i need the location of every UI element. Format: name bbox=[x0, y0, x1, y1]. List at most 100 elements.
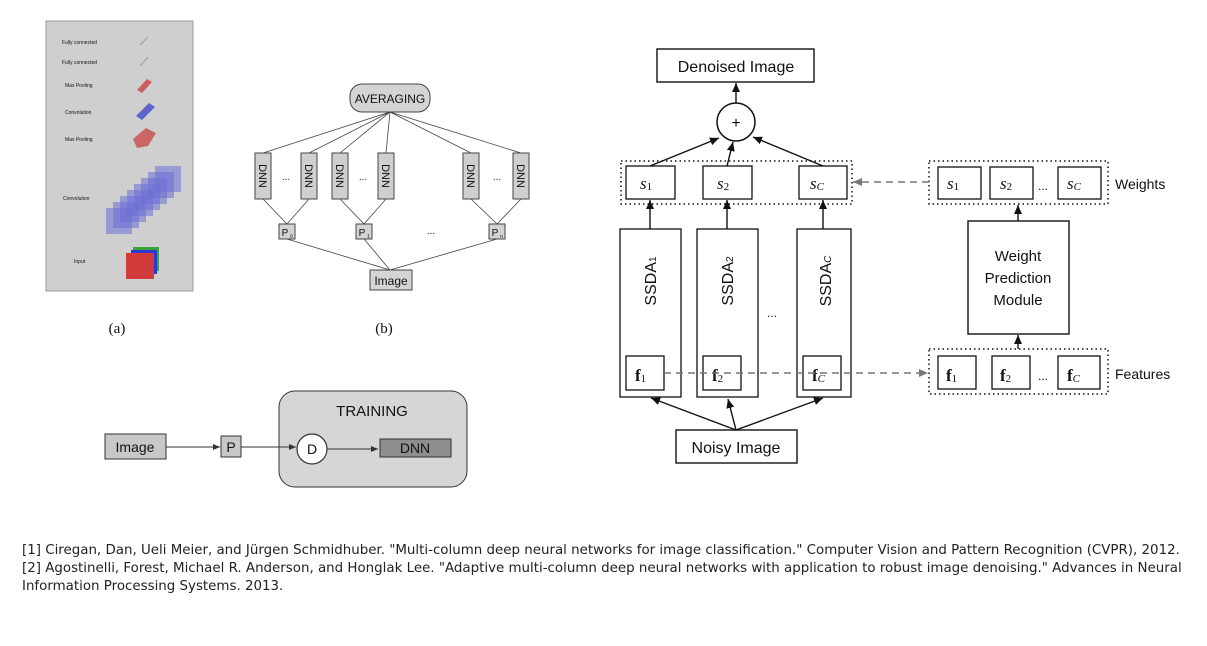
reference-2: [2] Agostinelli, Forest, Michael R. Ande… bbox=[22, 561, 1182, 595]
weight-s2-label: s2 bbox=[717, 174, 729, 193]
conv2-stack bbox=[106, 166, 181, 234]
input-image-node bbox=[369, 269, 413, 291]
training-box bbox=[278, 390, 468, 488]
svg-text:0: 0 bbox=[290, 234, 293, 240]
svg-text:DNN: DNN bbox=[256, 164, 268, 188]
image-to-preprocess-lines bbox=[286, 238, 498, 271]
dnn-column-6: DNN bbox=[512, 152, 530, 200]
layer-label-input: Input bbox=[74, 259, 86, 265]
layer-label-maxpool2: Max Pooling bbox=[65, 137, 93, 143]
svg-text:DNN: DNN bbox=[514, 164, 526, 188]
pred-feature-f1-label: f1 bbox=[946, 366, 957, 385]
preprocess-ellipsis: ... bbox=[427, 226, 435, 237]
maxpool1-shape bbox=[137, 79, 152, 93]
pred-feature-f1-node bbox=[937, 355, 977, 390]
averaging-label: AVERAGING bbox=[355, 92, 425, 106]
ssda-1-label: SSDA1 bbox=[643, 256, 660, 306]
input-image-label: Image bbox=[374, 274, 408, 288]
feature-f1-label: f1 bbox=[635, 366, 646, 385]
fc2-shape bbox=[139, 56, 149, 67]
sum-symbol: + bbox=[731, 115, 740, 132]
layer-label-conv2: Convolution bbox=[63, 196, 90, 202]
arrow-noisy-to-ssda2 bbox=[726, 398, 737, 431]
dnn-column-3: DNN bbox=[331, 152, 349, 200]
weight-sc-label: sC bbox=[810, 174, 825, 193]
denoised-image-label: Denoised Image bbox=[678, 59, 795, 76]
weight-sc-node bbox=[798, 165, 848, 200]
svg-text:DNN: DNN bbox=[302, 164, 314, 188]
pred-feature-fc-label: fC bbox=[1067, 366, 1081, 385]
wpm-line-1: Weight bbox=[995, 248, 1042, 265]
arrow-s2-to-sum bbox=[726, 141, 735, 167]
pred-weight-s2-label: s2 bbox=[1000, 174, 1012, 193]
pred-feature-f2-node bbox=[991, 355, 1031, 390]
svg-text:DNN: DNN bbox=[379, 164, 391, 188]
fc1-shape bbox=[139, 36, 149, 46]
pred-weight-sc-node bbox=[1057, 166, 1102, 200]
features-label: Features bbox=[1115, 366, 1170, 382]
panel-b-caption: (b) bbox=[375, 321, 393, 337]
preprocess-to-column-lines bbox=[262, 198, 522, 225]
dnn-column-2: DNN bbox=[300, 152, 318, 200]
dnn-column-4: DNN bbox=[377, 152, 395, 200]
training-diagram: TRAINING Image P D DNN bbox=[104, 390, 468, 488]
noisy-image-node bbox=[675, 429, 798, 464]
svg-text:P: P bbox=[492, 228, 499, 239]
arrow-sc-to-sum bbox=[752, 136, 824, 167]
pred-weight-s1-label: s1 bbox=[947, 174, 959, 193]
layer-label-fc2: Fully connected bbox=[62, 60, 97, 66]
weight-s1-label: s1 bbox=[640, 174, 652, 193]
training-image-label: Image bbox=[116, 439, 155, 455]
pred-weight-ellipsis: ... bbox=[1038, 179, 1048, 193]
panel-b: AVERAGING DNN DNN DNN DNN DNN bbox=[254, 83, 530, 337]
weights-row-container bbox=[620, 160, 853, 205]
references: [1] Ciregan, Dan, Ueli Meier, and Jürgen… bbox=[22, 542, 1192, 597]
wpm-line-3: Module bbox=[993, 292, 1042, 309]
maxpool2-shape bbox=[133, 128, 156, 148]
noisy-image-label: Noisy Image bbox=[692, 440, 781, 457]
pred-weight-sc-label: sC bbox=[1067, 174, 1082, 193]
training-d-label: D bbox=[307, 441, 317, 457]
columns-ellipsis-2: ... bbox=[359, 172, 367, 183]
ssda-c-label: SSDAC bbox=[818, 255, 835, 307]
conv1-shape bbox=[136, 103, 155, 120]
averaging-fan-lines bbox=[262, 111, 522, 154]
training-dnn-label: DNN bbox=[400, 440, 430, 456]
denoised-image-node bbox=[656, 48, 815, 83]
pred-feature-f2-label: f2 bbox=[1000, 366, 1011, 385]
preprocess-node-2: P 1 bbox=[355, 223, 373, 240]
feature-fc-label: fC bbox=[812, 366, 826, 385]
layer-label-fc1: Fully connected bbox=[62, 40, 97, 46]
svg-text:1: 1 bbox=[367, 234, 370, 240]
ssda-2-label: SSDA2 bbox=[720, 256, 737, 306]
dnn-column-1: DNN bbox=[254, 152, 272, 200]
preprocess-node-1: P 0 bbox=[278, 223, 296, 240]
arrow-s1-to-sum bbox=[649, 137, 720, 167]
layer-label-maxpool1: Max Pooling bbox=[65, 83, 93, 89]
dnn-column-5: DNN bbox=[462, 152, 480, 200]
svg-text:n: n bbox=[500, 234, 503, 240]
preprocess-node-3: P n bbox=[488, 223, 506, 240]
reference-1: [1] Ciregan, Dan, Ueli Meier, and Jürgen… bbox=[22, 543, 1180, 558]
panel-a: Fully connected Fully connected Max Pool… bbox=[45, 20, 194, 337]
feature-f1-node bbox=[625, 355, 665, 391]
arrow-noisy-to-ssdac bbox=[735, 397, 824, 431]
panel-a-background bbox=[45, 20, 194, 292]
arrow-noisy-to-ssda1 bbox=[650, 397, 737, 431]
pred-weight-s2-node bbox=[989, 166, 1034, 200]
training-p-label: P bbox=[226, 439, 235, 455]
wpm-line-2: Prediction bbox=[985, 270, 1052, 287]
input-rgb-shape bbox=[126, 247, 159, 279]
columns-ellipsis-1: ... bbox=[282, 172, 290, 183]
pred-weight-s1-node bbox=[937, 166, 982, 200]
ssda-ellipsis: ... bbox=[767, 306, 777, 320]
training-title: TRAINING bbox=[336, 403, 408, 420]
weight-prediction-module bbox=[967, 220, 1070, 335]
amc-diagram: Denoised Image + s1 s2 sC SSDA1 SSDA2 SS… bbox=[619, 48, 1170, 464]
pred-weights-row-container bbox=[928, 160, 1109, 205]
training-image-node bbox=[104, 433, 167, 460]
svg-text:P: P bbox=[359, 228, 366, 239]
training-dnn-node bbox=[379, 438, 452, 458]
columns-ellipsis-3: ... bbox=[493, 172, 501, 183]
pred-feature-fc-node bbox=[1057, 355, 1101, 390]
